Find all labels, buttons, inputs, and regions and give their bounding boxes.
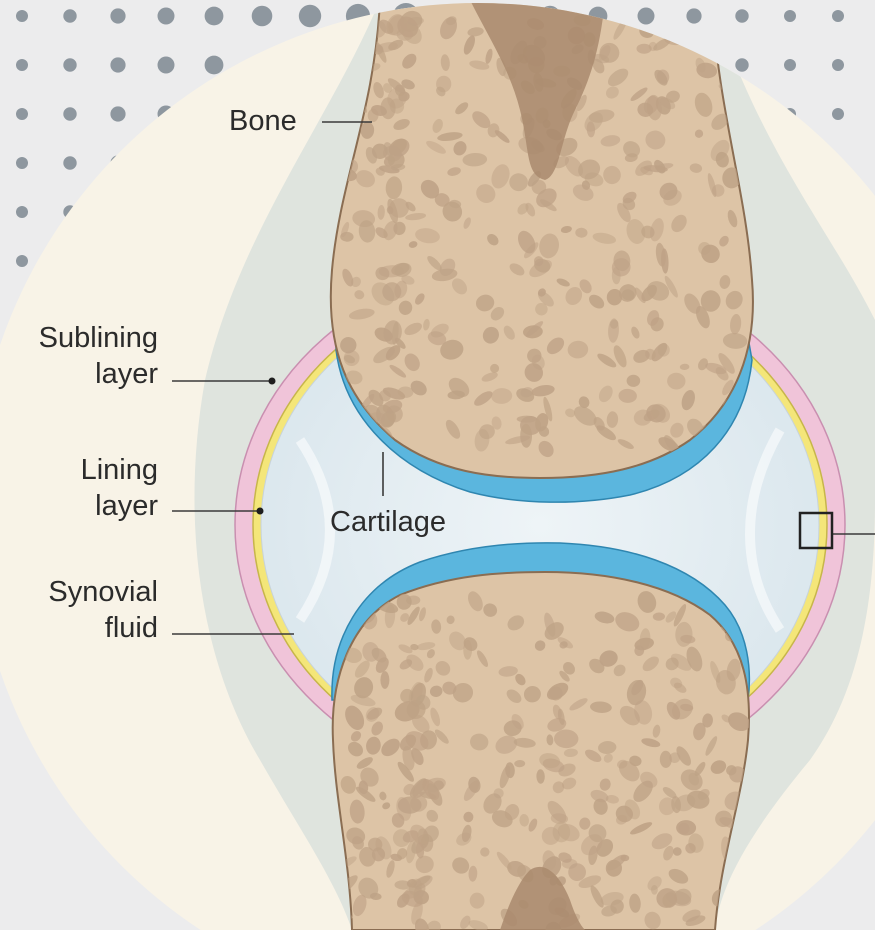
pattern-dot bbox=[110, 57, 125, 72]
bone-texture-blob bbox=[380, 671, 389, 689]
sublining-label-line1: Sublining bbox=[0, 320, 158, 356]
bone-texture-blob bbox=[627, 375, 641, 387]
sublining-pointer-dot bbox=[269, 378, 276, 385]
pattern-dot bbox=[110, 8, 125, 23]
sublining-layer-label: Sublining layer bbox=[0, 320, 158, 392]
pattern-dot bbox=[784, 59, 796, 71]
lining-label-line1: Lining bbox=[0, 452, 158, 488]
synovial-fluid-label: Synovial fluid bbox=[0, 574, 158, 646]
pattern-dot bbox=[735, 58, 748, 71]
pattern-dot bbox=[686, 8, 701, 23]
pattern-dot bbox=[16, 108, 28, 120]
pattern-dot bbox=[110, 106, 125, 121]
pattern-dot bbox=[784, 10, 796, 22]
pattern-dot bbox=[63, 9, 76, 22]
pattern-dot bbox=[205, 7, 224, 26]
bone-label: Bone bbox=[229, 103, 297, 139]
pattern-dot bbox=[158, 57, 175, 74]
pattern-dot bbox=[638, 8, 655, 25]
pattern-dot bbox=[205, 56, 224, 75]
cartilage-label: Cartilage bbox=[330, 504, 446, 540]
pattern-dot bbox=[63, 58, 76, 71]
bone-texture-blob bbox=[517, 416, 537, 423]
lining-layer-label: Lining layer bbox=[0, 452, 158, 524]
pattern-dot bbox=[735, 9, 748, 22]
pattern-dot bbox=[832, 10, 844, 22]
pattern-dot bbox=[252, 6, 273, 27]
pattern-dot bbox=[16, 157, 28, 169]
pattern-dot bbox=[63, 156, 76, 169]
pattern-dot bbox=[832, 108, 844, 120]
pattern-dot bbox=[16, 255, 28, 267]
pattern-dot bbox=[63, 107, 76, 120]
synovial-label-line1: Synovial bbox=[0, 574, 158, 610]
lining-label-line2: layer bbox=[0, 488, 158, 524]
pattern-dot bbox=[16, 59, 28, 71]
pattern-dot bbox=[16, 10, 28, 22]
lining-pointer-dot bbox=[257, 508, 264, 515]
pattern-dot bbox=[158, 8, 175, 25]
pattern-dot bbox=[16, 206, 28, 218]
sublining-label-line2: layer bbox=[0, 356, 158, 392]
pattern-dot bbox=[299, 5, 321, 27]
pattern-dot bbox=[832, 59, 844, 71]
synovial-label-line2: fluid bbox=[0, 610, 158, 646]
